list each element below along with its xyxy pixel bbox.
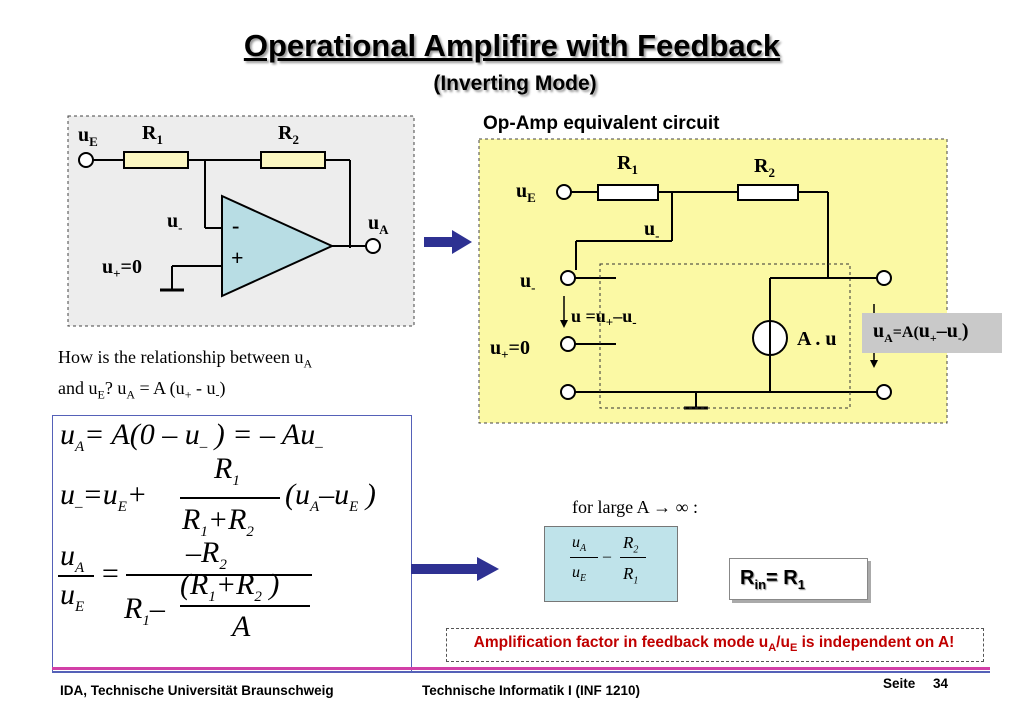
eq-ua-terminal bbox=[876, 270, 892, 286]
footer-institution: IDA, Technische Universität Braunschweig bbox=[60, 683, 334, 698]
eq-uminus-terminal bbox=[560, 270, 576, 286]
eq-uplus-label: u+=0 bbox=[490, 337, 530, 362]
equations-box bbox=[52, 415, 412, 673]
ratio-result-box bbox=[544, 526, 678, 602]
equation-3-lhs-den: uE bbox=[60, 578, 85, 615]
eq-udiff-label: u =u+–u- bbox=[571, 306, 637, 330]
ua-terminal bbox=[365, 238, 381, 254]
equation-3-lhs-bar bbox=[58, 575, 94, 577]
equation-2-fraction-bar bbox=[180, 497, 280, 499]
equation-3-r1: R1– bbox=[124, 592, 165, 629]
equation-2-num: R1 bbox=[214, 452, 240, 489]
opamp-minus-sign: - bbox=[232, 213, 240, 238]
left-r1-label: R1 bbox=[142, 122, 163, 147]
footer-rule-secondary bbox=[52, 671, 990, 673]
footer-page-number: 34 bbox=[933, 676, 949, 691]
equation-3-inner-num: (R1+R2 ) bbox=[180, 568, 280, 605]
eq-r2-resistor bbox=[737, 184, 799, 201]
ue-terminal bbox=[78, 152, 94, 168]
large-a-condition: for large A → ∞ : bbox=[572, 497, 698, 517]
eq-r1-label: R1 bbox=[617, 152, 638, 177]
inverting-opamp-circuit bbox=[67, 115, 415, 327]
relationship-question: How is the relationship between uA and u… bbox=[58, 347, 313, 402]
ratio-lhs-den: uE bbox=[572, 564, 587, 585]
eq-uminus-top-label: u- bbox=[644, 218, 660, 243]
footer-page-label: Seite bbox=[883, 676, 916, 691]
equation-1: uA= A(0 – u– ) = – Au– bbox=[60, 418, 323, 455]
page-title: Operational Amplifire with Feedback bbox=[243, 28, 781, 63]
equivalent-circuit-heading: Op-Amp equivalent circuit bbox=[483, 113, 720, 134]
footer-rule bbox=[52, 667, 990, 670]
eq-uminus-left-label: u- bbox=[520, 270, 536, 295]
eq-r1-resistor bbox=[597, 184, 659, 201]
left-ua-label: uA bbox=[368, 212, 389, 237]
equation-3-rhs-num: –R2 bbox=[186, 536, 227, 573]
equation-3-inner-den: A bbox=[232, 610, 251, 643]
eq-bottom-right-terminal bbox=[876, 384, 892, 400]
equation-3-rhs-bar bbox=[126, 574, 312, 576]
eq-ue-terminal bbox=[556, 184, 572, 200]
ratio-rhs-bar bbox=[620, 557, 646, 558]
eq-source-label: A . u bbox=[797, 328, 837, 350]
equation-2-den: R1+R2 bbox=[182, 503, 254, 540]
opamp-triangle bbox=[221, 194, 335, 298]
ratio-lhs-bar bbox=[570, 557, 598, 558]
ratio-rhs-num: R2 bbox=[623, 533, 639, 556]
right-panel-frame bbox=[478, 138, 948, 424]
independence-note-box bbox=[446, 628, 984, 662]
eq-ue-label: uE bbox=[516, 180, 536, 205]
r1-resistor bbox=[123, 151, 189, 169]
r2-resistor bbox=[260, 151, 326, 169]
left-uminus-label: u- bbox=[167, 210, 183, 235]
left-uplus-label: u+=0 bbox=[102, 256, 142, 281]
ratio-operator: – bbox=[603, 548, 611, 565]
result-arrow-icon bbox=[411, 557, 499, 581]
output-formula-box bbox=[862, 313, 1002, 353]
page-subtitle: (Inverting Mode) bbox=[433, 72, 597, 95]
equation-2-right: (uA–uE ) bbox=[285, 478, 376, 515]
output-formula: uA=A(u+–u-) bbox=[873, 320, 969, 345]
input-resistance: Rin= R1 bbox=[740, 567, 805, 592]
eq-uplus-terminal bbox=[560, 336, 576, 352]
eq-bottom-left-terminal bbox=[560, 384, 576, 400]
input-resistance-box bbox=[729, 558, 868, 600]
equivalent-circuit bbox=[478, 138, 948, 424]
ratio-rhs-den: R1 bbox=[623, 564, 639, 587]
eq-r2-label: R2 bbox=[754, 155, 775, 180]
opamp-plus-sign: + bbox=[231, 245, 244, 270]
equation-3-lhs-num: uA bbox=[60, 539, 85, 576]
equation-3-inner-bar bbox=[180, 605, 310, 607]
equation-2-left: u–=uE+ bbox=[60, 478, 148, 515]
independence-note: Amplification factor in feedback mode uA… bbox=[473, 634, 955, 655]
footer-course: Technische Informatik I (INF 1210) bbox=[422, 683, 641, 698]
left-r2-label: R2 bbox=[278, 122, 299, 147]
inner-opamp-frame bbox=[599, 263, 851, 409]
ratio-lhs-num: uA bbox=[572, 534, 587, 555]
left-ue-label: uE bbox=[78, 124, 98, 149]
equation-3-equals: = bbox=[100, 557, 121, 590]
right-arrow-icon bbox=[424, 230, 472, 254]
